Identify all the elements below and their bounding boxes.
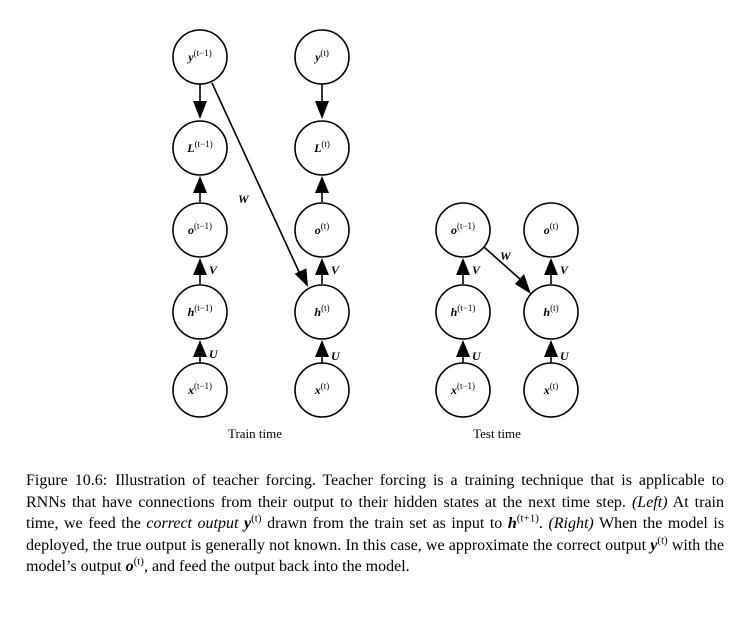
svg-text:L(t−1): L(t−1): [186, 139, 212, 155]
math-sup: (t): [657, 534, 668, 547]
edge-label-U-train-t-1: U: [209, 347, 219, 361]
math-sup: (t+1): [516, 512, 539, 525]
svg-text:x(t): x(t): [543, 381, 559, 397]
math-sup: (t): [133, 556, 144, 569]
edge-label-W-train: W: [238, 192, 250, 206]
arrowhead: [515, 274, 531, 294]
node-x-t: x(t): [294, 362, 350, 418]
arrowhead: [294, 268, 308, 287]
arrowhead: [456, 340, 470, 357]
left-tag: (Left): [631, 493, 668, 511]
figure-label: Figure 10.6:: [26, 472, 108, 489]
node-h-t-test: h(t): [523, 284, 579, 340]
node-L-t: L(t): [294, 120, 350, 176]
node-x-t-minus-1-test: x(t−1): [435, 362, 491, 418]
edge-label-U-test-t-1: U: [472, 349, 482, 363]
arrowhead: [544, 340, 558, 357]
node-h-t-minus-1-test: h(t−1): [435, 284, 491, 340]
arrowhead: [544, 258, 558, 275]
edge-o-to-h-test: [483, 246, 522, 281]
arrowhead: [315, 176, 329, 193]
svg-text:y(t−1): y(t−1): [186, 48, 211, 64]
svg-text:o(t): o(t): [544, 221, 559, 237]
node-o-t-minus-1-test: o(t−1): [435, 202, 491, 258]
edge-label-V-train-t: V: [331, 263, 340, 277]
caption-text: , and feed the output back into the mode…: [143, 558, 410, 576]
node-o-t-test: o(t): [523, 202, 579, 258]
edge-label-V-test-t-1: V: [472, 263, 481, 277]
svg-text:o(t): o(t): [315, 221, 330, 237]
math-y: y: [244, 515, 252, 533]
svg-text:h(t): h(t): [543, 303, 558, 319]
caption-text: Illustration of teacher forcing. Teacher…: [26, 472, 725, 511]
node-o-t-minus-1: o(t−1): [172, 202, 228, 258]
caption-text: with the model’s output: [26, 536, 725, 576]
caption-text: drawn from the train set as input to: [267, 515, 503, 533]
math-y: y: [650, 536, 658, 554]
svg-text:L(t): L(t): [313, 139, 330, 155]
node-h-t-minus-1: h(t−1): [172, 284, 228, 340]
arrowhead: [456, 258, 470, 275]
figure-caption: Figure 10.6:Illustration of teacher forc…: [26, 470, 724, 578]
arrowhead: [315, 340, 329, 357]
edge-label-V-test-t: V: [560, 263, 569, 277]
arrowhead: [315, 258, 329, 275]
caption-text: .: [538, 515, 543, 533]
arrowhead: [315, 101, 329, 119]
svg-text:x(t−1): x(t−1): [450, 381, 475, 397]
edge-y-to-h-teacher: [211, 82, 301, 275]
svg-text:x(t−1): x(t−1): [187, 381, 212, 397]
panel-caption-test: Test time: [473, 426, 521, 441]
arrowhead: [193, 340, 207, 357]
node-x-t-test: x(t): [523, 362, 579, 418]
node-h-t: h(t): [294, 284, 350, 340]
caption-text: At train time, we feed the: [26, 493, 724, 533]
teacher-forcing-diagram: y(t−1) L(t−1) o(t−1) h(t−1) x(t−1) y(t) …: [172, 29, 579, 441]
arrowhead: [193, 176, 207, 193]
node-o-t: o(t): [294, 202, 350, 258]
correct-output-phrase: correct output: [146, 515, 239, 533]
svg-text:h(t−1): h(t−1): [451, 303, 476, 319]
svg-text:y(t): y(t): [313, 48, 329, 64]
math-h: h: [507, 515, 517, 533]
right-tag: (Right): [548, 515, 594, 533]
node-x-t-minus-1: x(t−1): [172, 362, 228, 418]
svg-text:o(t−1): o(t−1): [188, 221, 212, 237]
node-y-t-minus-1: y(t−1): [172, 29, 228, 85]
svg-text:h(t): h(t): [314, 303, 329, 319]
edge-label-W-test: W: [500, 249, 512, 263]
arrowhead: [193, 258, 207, 275]
math-sup: (t): [251, 512, 262, 525]
svg-text:o(t−1): o(t−1): [451, 221, 475, 237]
node-y-t: y(t): [294, 29, 350, 85]
panel-caption-train: Train time: [228, 426, 282, 441]
edge-label-U-test-t: U: [560, 349, 570, 363]
node-L-t-minus-1: L(t−1): [172, 120, 228, 176]
arrowhead: [193, 101, 207, 119]
edge-label-U-train-t: U: [331, 349, 341, 363]
caption-text: When the model is deployed, the true out…: [26, 515, 725, 554]
edge-label-V-train-t-1: V: [209, 263, 218, 277]
svg-text:x(t): x(t): [314, 381, 330, 397]
math-o: o: [125, 558, 134, 576]
svg-text:h(t−1): h(t−1): [188, 303, 213, 319]
